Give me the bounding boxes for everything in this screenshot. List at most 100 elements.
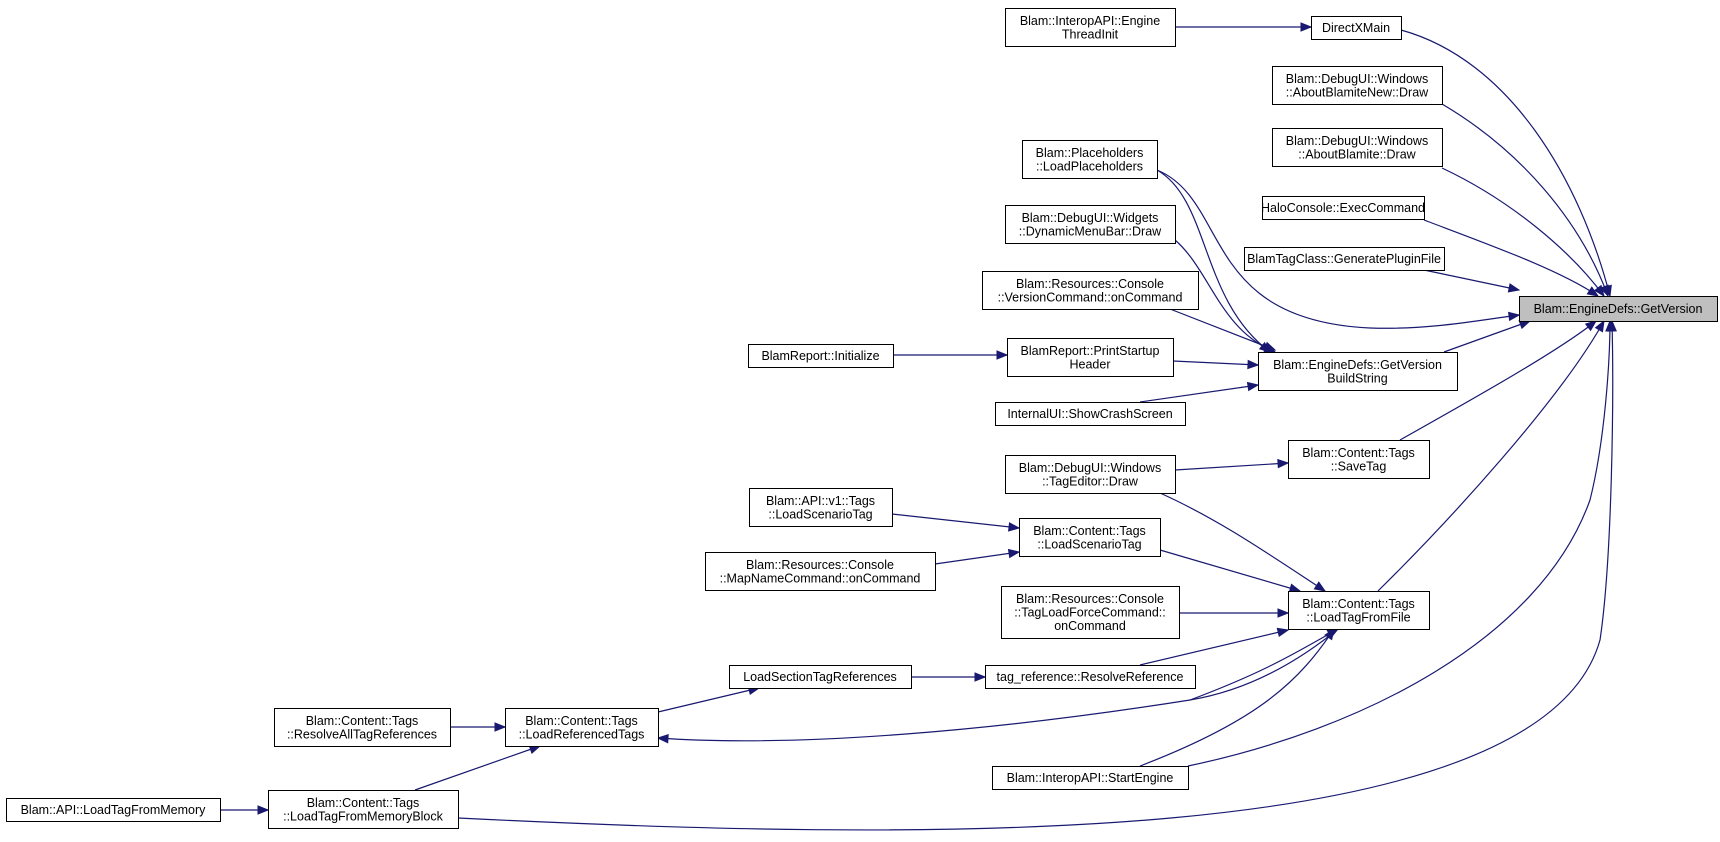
node-label-line: Header: [1070, 357, 1111, 371]
edge-TagEditorDraw-to-SaveTag: [1174, 458, 1290, 471]
edge-line: [1423, 219, 1599, 297]
arrowhead: [1599, 284, 1609, 298]
function-node-version-command[interactable]: Blam::Resources::Console::VersionCommand…: [982, 271, 1199, 310]
edge-line: [891, 513, 1020, 529]
function-nodes: Blam::EngineDefs::GetVersionDirectXMainB…: [6, 8, 1718, 829]
function-node-load-tag-from-memory-block[interactable]: Blam::Content::Tags::LoadTagFromMemoryBl…: [268, 790, 459, 829]
edge-line: [1159, 549, 1301, 592]
arrowhead: [656, 733, 669, 744]
edge-line: [657, 687, 760, 713]
node-box: [1288, 440, 1430, 479]
node-label-line: LoadSectionTagReferences: [743, 670, 897, 684]
function-node-load-section-tag-references[interactable]: LoadSectionTagReferences: [729, 665, 912, 689]
edge-LoadScenarioTag-to-LoadTagFromFile: [1159, 549, 1302, 593]
arrowhead: [1586, 286, 1600, 297]
node-box: [1005, 8, 1176, 47]
node-box: [1288, 591, 1430, 630]
node-box: [1005, 205, 1176, 244]
function-node-resolve-all-tag-references[interactable]: Blam::Content::Tags::ResolveAllTagRefere…: [274, 708, 451, 747]
node-label-line: Blam::API::v1::Tags: [766, 494, 875, 508]
edge-TagEditorDraw-to-LoadTagFromFile: [1159, 492, 1327, 592]
function-node-resolve-reference[interactable]: tag_reference::ResolveReference: [985, 665, 1196, 689]
node-label-line: ::DynamicMenuBar::Draw: [1019, 224, 1162, 238]
function-node-load-referenced-tags[interactable]: Blam::Content::Tags::LoadReferencedTags: [505, 708, 659, 747]
function-node-exec-command[interactable]: HaloConsole::ExecCommand: [1261, 196, 1425, 220]
node-label-line: Blam::DebugUI::Widgets: [1022, 211, 1159, 225]
edge-line: [1172, 360, 1259, 366]
arrowhead: [1008, 522, 1021, 532]
edge-line: [1139, 629, 1289, 666]
edge-StartEngine-to-LoadTagFromFile: [1139, 627, 1335, 767]
function-node-report-initialize[interactable]: BlamReport::Initialize: [748, 344, 894, 368]
arrowhead: [974, 672, 987, 682]
node-label-line: ::ResolveAllTagReferences: [287, 727, 437, 741]
edge-line: [457, 320, 1614, 831]
node-label-line: Blam::API::LoadTagFromMemory: [21, 803, 207, 817]
edge-AboutBlamite-to-GetVersion: [1441, 167, 1605, 298]
node-label-line: ::VersionCommand::onCommand: [998, 290, 1183, 304]
node-label-line: ::LoadScenarioTag: [1037, 537, 1141, 551]
node-label-line: Blam::Content::Tags: [525, 714, 638, 728]
node-label-line: Blam::Resources::Console: [1016, 277, 1164, 291]
edge-ResolveAllTagReferences-to-LoadReferencedTags: [450, 722, 507, 732]
function-node-map-name-command[interactable]: Blam::Resources::Console::MapNameCommand…: [705, 552, 936, 591]
node-label-line: BlamTagClass::GeneratePluginFile: [1247, 252, 1441, 266]
node-box: [1022, 140, 1158, 179]
edge-GeneratePluginFile-to-GetVersion: [1423, 269, 1521, 293]
node-label-line: ::LoadPlaceholders: [1036, 159, 1143, 173]
edge-ApiLoadTagFromMemory-to-LoadTagFromMemoryBlock: [220, 805, 270, 815]
arrowhead: [1300, 22, 1313, 32]
node-box: [748, 344, 894, 368]
arrowhead: [1007, 548, 1021, 559]
edge-MapNameCommand-to-LoadScenarioTag: [934, 548, 1021, 565]
node-label-line: ThreadInit: [1062, 27, 1119, 41]
function-node-generate-plugin-file[interactable]: BlamTagClass::GeneratePluginFile: [1244, 247, 1445, 271]
edge-line: [1169, 308, 1276, 351]
function-node-about-blamite-new[interactable]: Blam::DebugUI::Windows::AboutBlamiteNew:…: [1272, 66, 1443, 105]
node-label-line: ::MapNameCommand::onCommand: [720, 571, 921, 585]
edge-line: [1399, 320, 1597, 441]
edge-ReportInitialize-to-PrintStartupHeader: [893, 350, 1009, 360]
node-label-line: Blam::InteropAPI::Engine: [1020, 14, 1160, 28]
function-node-load-scenario-tag[interactable]: Blam::Content::Tags::LoadScenarioTag: [1019, 518, 1161, 557]
edge-EngineThreadInit-to-DirectXMain: [1175, 22, 1313, 32]
edge-line: [1377, 320, 1605, 592]
arrowhead: [1313, 581, 1327, 592]
arrowhead: [1594, 319, 1605, 333]
edge-line: [1443, 320, 1531, 353]
edge-LoadPlaceholders-to-GetVersion: [1156, 169, 1521, 329]
edge-LoadTagFromMemoryBlock-to-LoadReferencedTags: [414, 744, 542, 791]
node-box: [1019, 518, 1161, 557]
function-node-dynamic-menu-bar[interactable]: Blam::DebugUI::Widgets::DynamicMenuBar::…: [1005, 205, 1176, 244]
function-node-tag-load-force-command[interactable]: Blam::Resources::Console::TagLoadForceCo…: [1001, 586, 1180, 639]
edge-LoadTagFromFile-to-LoadReferencedTags: [656, 628, 1339, 744]
function-node-api-load-scenario-tag[interactable]: Blam::API::v1::Tags::LoadScenarioTag: [749, 488, 893, 527]
function-node-direct-xmain[interactable]: DirectXMain: [1311, 16, 1402, 40]
function-node-start-engine[interactable]: Blam::InteropAPI::StartEngine: [992, 766, 1189, 790]
node-box: [1005, 455, 1176, 494]
function-node-save-tag[interactable]: Blam::Content::Tags::SaveTag: [1288, 440, 1430, 479]
arrowhead: [1263, 341, 1277, 351]
function-node-load-tag-from-file[interactable]: Blam::Content::Tags::LoadTagFromFile: [1288, 591, 1430, 630]
node-label-line: ::LoadTagFromFile: [1306, 610, 1410, 624]
node-label-line: ::AboutBlamite::Draw: [1298, 147, 1416, 161]
function-node-api-load-tag-from-memory[interactable]: Blam::API::LoadTagFromMemory: [6, 798, 221, 822]
node-label-line: onCommand: [1054, 619, 1126, 633]
node-label-line: BlamReport::Initialize: [761, 349, 879, 363]
edge-LoadTagFromMemoryBlock-to-GetVersion: [457, 319, 1617, 831]
node-label-line: BuildString: [1327, 371, 1387, 385]
function-node-about-blamite[interactable]: Blam::DebugUI::Windows::AboutBlamite::Dr…: [1272, 128, 1443, 167]
edge-line: [1441, 167, 1605, 297]
function-node-show-crash-screen[interactable]: InternalUI::ShowCrashScreen: [995, 402, 1186, 426]
function-node-tag-editor-draw[interactable]: Blam::DebugUI::Windows::TagEditor::Draw: [1005, 455, 1176, 494]
node-label-line: ::TagEditor::Draw: [1042, 474, 1139, 488]
edge-ShowCrashScreen-to-GetVersionBuildString: [1139, 381, 1260, 403]
edge-PrintStartupHeader-to-GetVersionBuildString: [1172, 359, 1260, 370]
function-node-get-version[interactable]: Blam::EngineDefs::GetVersion: [1519, 296, 1718, 322]
function-node-load-placeholders[interactable]: Blam::Placeholders::LoadPlaceholders: [1022, 140, 1158, 179]
node-box: [1272, 66, 1443, 105]
